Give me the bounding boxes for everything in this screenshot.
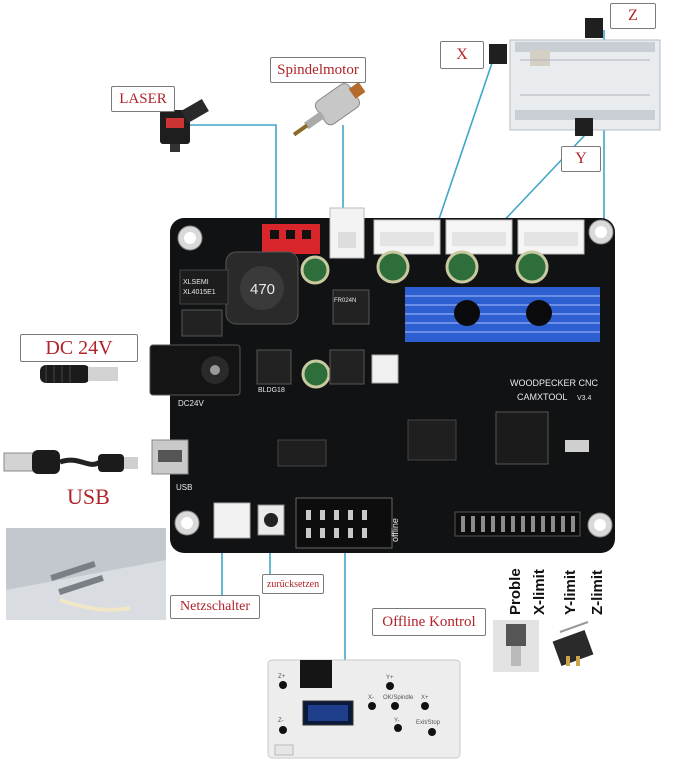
button-zminus (279, 726, 287, 734)
button-xplus (421, 702, 429, 710)
limit-switch (552, 621, 594, 667)
model-silk: CAMXTOOL (517, 392, 567, 402)
voltage-regulator (181, 309, 223, 337)
regulator (256, 349, 292, 385)
laser-line (185, 124, 277, 225)
usb-label: USB (67, 484, 110, 509)
z-limit-label: Z-limit (589, 570, 606, 615)
controller-label-xplus: X+ (421, 695, 429, 701)
controller-label-zminus: Z- (278, 718, 284, 724)
x-line (435, 59, 494, 229)
mosfet (332, 289, 370, 325)
button-exit (428, 728, 436, 736)
aux-connector (371, 354, 399, 384)
inductor-text: 470 (250, 281, 275, 298)
controller-label-xminus: X- (368, 695, 374, 701)
power-switch-label: Netzschalter (170, 595, 260, 619)
cnc-machine (489, 18, 661, 136)
offline-label: Offline Kontrol (372, 608, 486, 636)
controller-label-ok: OK/Spindle (383, 695, 414, 701)
x-axis-label: X (440, 41, 484, 69)
usb-silk: USB (176, 483, 192, 492)
reset-label: zurücksetzen (262, 574, 324, 594)
button-xminus (368, 702, 376, 710)
driver-chip (407, 419, 457, 461)
button-yplus (386, 682, 394, 690)
spindle-label: Spindelmotor (270, 57, 366, 83)
button-zplus (279, 681, 287, 689)
z-axis-label: Z (610, 3, 656, 29)
svg-text:XLSEMI: XLSEMI (183, 279, 209, 286)
button-yminus (394, 724, 402, 732)
mcu-chip (495, 411, 549, 465)
probe-photo (493, 620, 539, 672)
controller-label-exit: Exit/Stop (416, 720, 441, 726)
dc-silk: DC24V (178, 399, 204, 408)
offline-silk: offline (390, 518, 400, 542)
heatsink (405, 287, 600, 342)
laser-module (160, 98, 209, 152)
usb-port (151, 439, 189, 475)
controller-label-zplus: Z+ (278, 674, 286, 680)
svg-text:FR024N: FR024N (334, 298, 356, 304)
ic-chip (277, 439, 327, 467)
stepper-connector-y (445, 219, 513, 255)
offline-controller: Z+ Z- X- X+ Y+ Y- OK/Spindle Exit/Stop (267, 659, 461, 759)
svg-text:BLDG18: BLDG18 (258, 387, 285, 394)
dc-label: DC 24V (20, 334, 138, 362)
offline-header (295, 497, 393, 549)
crystal (565, 440, 589, 452)
capacitors (300, 250, 549, 389)
controller-label-yplus: Y+ (386, 675, 394, 681)
version-silk: V3.4 (577, 395, 592, 402)
button-ok (391, 702, 399, 710)
brand-silk: WOODPECKER CNC (510, 378, 599, 388)
dc-jack (149, 344, 241, 396)
usb-cable (3, 450, 138, 474)
limit-pin-header (454, 511, 581, 537)
dc-plug (40, 365, 118, 383)
mosfet-2 (329, 349, 365, 385)
stepper-connector-x (373, 219, 441, 255)
pcb-board: 470 XLSEMI XL4015E1 BLDG18 FR024N DC24V … (149, 207, 615, 553)
buck-chip (179, 269, 229, 305)
spindle-motor (292, 82, 366, 137)
x-limit-label: X-limit (531, 569, 548, 615)
y-limit-label: Y-limit (562, 569, 579, 615)
probe-label: Proble (507, 568, 524, 615)
laptop-photo (6, 528, 166, 620)
svg-text:XL4015E1: XL4015E1 (183, 289, 216, 296)
stepper-connector-z (517, 219, 585, 255)
y-axis-label: Y (561, 146, 601, 172)
power-switch (213, 502, 251, 539)
controller-label-yminus: Y- (394, 718, 399, 724)
laser-label: LASER (111, 86, 175, 112)
